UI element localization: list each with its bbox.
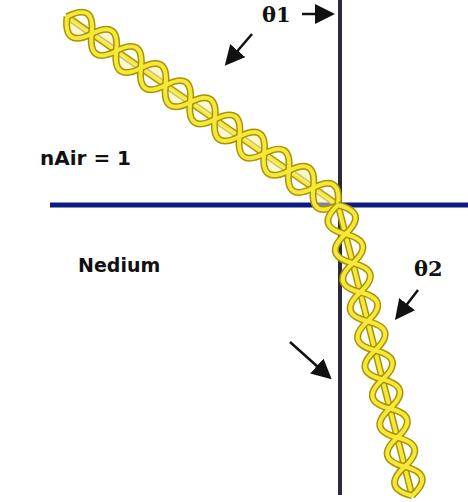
- angle-label: θ1: [262, 2, 291, 27]
- angle-label: θ2: [414, 256, 443, 281]
- pointer-arrow: [290, 342, 328, 376]
- refracted-beam: [324, 202, 425, 500]
- pointer-arrow: [398, 290, 418, 316]
- pointer-arrow: [228, 34, 252, 62]
- medium-label: Nedium: [78, 254, 160, 276]
- incident-beam: [59, 5, 346, 216]
- interface-line: [50, 203, 468, 208]
- medium-label: nAir = 1: [40, 146, 131, 170]
- pointer-arrow: [302, 13, 330, 16]
